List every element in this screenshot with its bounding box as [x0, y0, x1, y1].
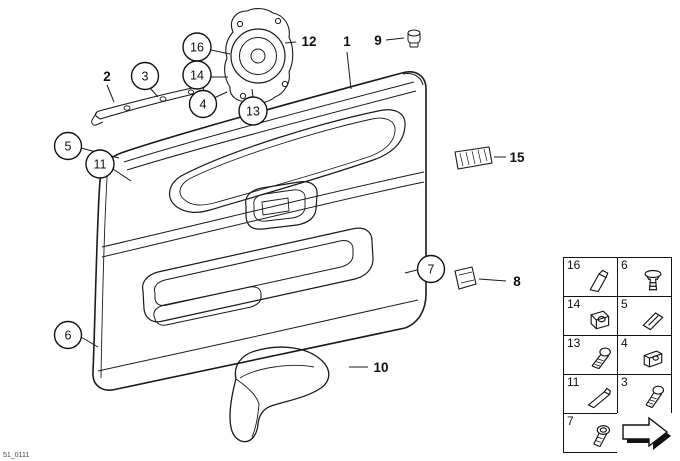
plug-grommet-icon: [644, 269, 662, 291]
legend-cell-11-label: 11: [567, 375, 580, 389]
legend-cell-5[interactable]: 5: [617, 296, 672, 336]
clamp-bracket-icon: [587, 387, 612, 409]
callout-11-label: 11: [94, 158, 107, 172]
callout-2-label: 2: [103, 69, 111, 84]
callout-10-label: 10: [373, 360, 388, 375]
callout-12[interactable]: 12: [301, 34, 316, 49]
callout-1[interactable]: 1: [343, 34, 351, 49]
callout-15[interactable]: 15: [509, 150, 525, 165]
legend-cell-14[interactable]: 14: [563, 296, 618, 336]
armrest-panel-part: [229, 346, 330, 443]
callout-10[interactable]: 10: [373, 360, 388, 375]
legend-cell-13[interactable]: 13: [563, 335, 618, 375]
callout-15-label: 15: [509, 150, 525, 165]
legend-cell-arrow[interactable]: [617, 413, 672, 453]
direction-arrow-icon: [622, 416, 671, 450]
legend-cell-6-label: 6: [621, 258, 628, 272]
callout-5[interactable]: 5: [53, 131, 83, 161]
mounting-rail-part: [91, 85, 205, 126]
expanding-clip-icon: [589, 269, 609, 293]
pin-part: [407, 29, 421, 48]
sheetmetal-nut-icon: [643, 350, 663, 368]
callout-8[interactable]: 8: [513, 274, 521, 289]
door-trim-panel-part: [92, 71, 427, 391]
callout-7[interactable]: 7: [416, 254, 446, 284]
callout-12-label: 12: [301, 34, 316, 49]
callout-11[interactable]: 11: [85, 149, 115, 179]
legend-cell-3-label: 3: [621, 375, 628, 389]
callout-9[interactable]: 9: [374, 33, 382, 48]
callout-6-label: 6: [65, 329, 72, 343]
callout-3[interactable]: 3: [130, 61, 160, 91]
spring-clip-icon: [642, 312, 664, 331]
clip-part: [454, 266, 477, 290]
callout-2[interactable]: 2: [103, 69, 111, 84]
cover-trim-part: [454, 146, 493, 170]
legend-cell-4[interactable]: 4: [617, 335, 672, 375]
legend-cell-7-label: 7: [567, 414, 574, 428]
legend-cell-4-label: 4: [621, 336, 628, 350]
speaker-assembly-part: [224, 8, 294, 104]
callout-6[interactable]: 6: [53, 320, 83, 350]
diagram-code: 51_0111: [3, 452, 29, 459]
legend-cell-7[interactable]: 7: [563, 413, 618, 453]
leader-lines: [80, 37, 507, 368]
callout-14-label: 14: [190, 69, 204, 83]
callout-4[interactable]: 4: [188, 89, 218, 119]
callout-16-label: 16: [190, 41, 204, 55]
callout-3-label: 3: [142, 70, 149, 84]
callout-8-label: 8: [513, 274, 521, 289]
legend-cell-3[interactable]: 3: [617, 374, 672, 414]
legend-cell-6[interactable]: 6: [617, 257, 672, 297]
callout-4-label: 4: [200, 98, 207, 112]
legend-cell-11[interactable]: 11: [563, 374, 618, 414]
washer-screw-icon: [593, 425, 611, 448]
torx-screw-icon: [591, 347, 611, 370]
callout-5-label: 5: [65, 140, 72, 154]
legend-cell-16-label: 16: [567, 258, 581, 272]
legend-cell-5-label: 5: [621, 297, 628, 311]
callout-13-label: 13: [246, 105, 260, 119]
callout-13[interactable]: 13: [238, 96, 268, 126]
screw-icon: [645, 385, 665, 409]
legend-cell-16[interactable]: 16: [563, 257, 618, 297]
legend-cell-13-label: 13: [567, 336, 581, 350]
clip-nut-icon: [590, 310, 610, 330]
fastener-legend: 16 6 14 5: [563, 257, 675, 459]
callout-16[interactable]: 16: [182, 32, 212, 62]
legend-cell-14-label: 14: [567, 297, 581, 311]
callout-9-label: 9: [374, 33, 382, 48]
callout-7-label: 7: [428, 263, 435, 277]
callout-1-label: 1: [343, 34, 351, 49]
callout-14[interactable]: 14: [182, 60, 212, 90]
